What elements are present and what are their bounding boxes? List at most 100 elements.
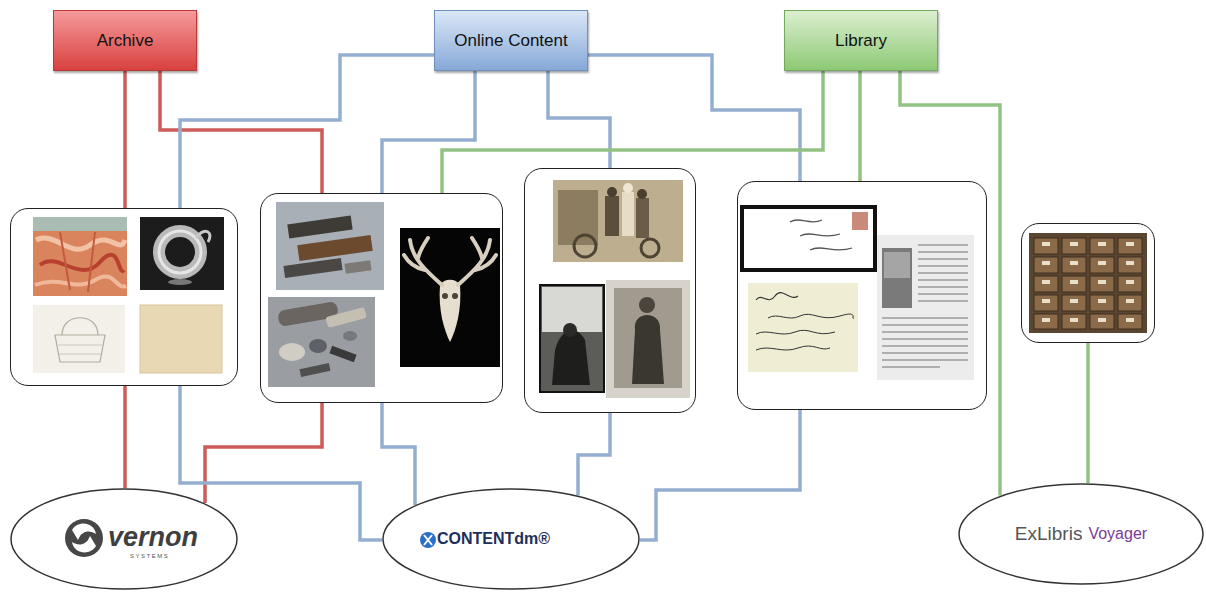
handwritten-letter	[748, 283, 858, 372]
card-catalog-photo	[1062, 276, 1086, 292]
card-catalog-photo	[1126, 318, 1134, 322]
card-catalog-photo	[1034, 257, 1058, 273]
handwritten-letter	[748, 283, 858, 372]
card-catalog-photo	[1090, 295, 1114, 311]
card-catalog-photo	[1090, 238, 1114, 254]
portrait-photo	[606, 280, 690, 398]
card-catalog-photo	[1042, 242, 1050, 246]
card-catalog-photo	[1034, 238, 1058, 254]
card-catalog-photo	[1034, 295, 1058, 311]
painting-photo	[33, 217, 127, 231]
deer-skull-photo	[458, 238, 496, 285]
ring-vessel-photo	[168, 279, 192, 285]
portrait-photo	[632, 315, 664, 384]
paper-document	[140, 305, 222, 373]
news-clipping	[877, 235, 974, 380]
card-catalog-photo	[1029, 233, 1147, 333]
envelope	[852, 212, 868, 230]
vernon-logo-icon	[65, 519, 103, 557]
card-catalog-photo	[1126, 242, 1134, 246]
contentdm-logo-icon	[424, 535, 432, 545]
ellipse-outline	[11, 489, 237, 589]
image-group-box	[1021, 223, 1155, 343]
connector-line	[180, 55, 434, 208]
envelope	[742, 207, 875, 270]
box-label: Online Content	[454, 31, 567, 51]
stone-tools-photo	[268, 297, 375, 387]
basket-sketch	[55, 335, 105, 362]
painting-photo	[33, 217, 127, 296]
vernon-logo-icon	[80, 534, 88, 542]
deer-skull-photo	[404, 238, 442, 285]
stone-tools-photo	[329, 346, 356, 362]
contentdm-logo-icon	[420, 532, 436, 548]
card-catalog-photo	[1098, 280, 1106, 284]
painting-photo	[36, 238, 125, 249]
field-photo	[540, 285, 604, 392]
connector-line	[640, 410, 800, 540]
field-photo	[540, 285, 604, 392]
card-catalog-photo	[1042, 318, 1050, 322]
ellipse-outline	[383, 489, 639, 589]
logo-text: vernon	[108, 524, 198, 551]
card-catalog-photo	[1118, 238, 1142, 254]
news-clipping	[918, 245, 968, 301]
connector-line	[205, 403, 322, 503]
image-group-box	[524, 168, 696, 413]
card-catalog-photo	[1070, 299, 1078, 303]
painting-photo	[33, 217, 127, 296]
connector-line	[442, 71, 823, 193]
card-catalog-photo	[1126, 261, 1134, 265]
category-box: Online Content	[434, 10, 588, 71]
card-catalog-photo	[1062, 295, 1086, 311]
card-catalog-photo	[1029, 233, 1147, 333]
card-catalog-photo	[1042, 280, 1050, 284]
handwritten-letter	[756, 346, 830, 350]
sepia-photo	[641, 239, 659, 257]
card-catalog-photo	[1126, 280, 1134, 284]
ring-vessel-photo	[140, 217, 224, 290]
handwritten-letter	[756, 330, 835, 334]
card-catalog-photo	[1062, 257, 1086, 273]
deer-skull-photo	[400, 228, 500, 367]
card-catalog-photo	[1042, 261, 1050, 265]
news-clipping	[877, 235, 974, 380]
logo-text: ExLibris	[1015, 523, 1083, 545]
news-clipping	[882, 248, 912, 308]
card-catalog-photo	[1090, 257, 1114, 273]
tool-set-photo	[276, 202, 384, 290]
card-catalog-photo	[1118, 257, 1142, 273]
sepia-photo	[605, 196, 619, 236]
connector-line	[123, 386, 127, 488]
envelope	[790, 220, 852, 250]
field-photo	[563, 323, 577, 337]
stone-tools-photo	[299, 363, 330, 377]
card-catalog-photo	[1118, 295, 1142, 311]
box-label: Library	[835, 31, 887, 51]
basket-sketch	[62, 318, 98, 335]
image-group-box	[260, 193, 503, 403]
stone-tools-photo	[309, 339, 327, 353]
connector-line	[548, 71, 610, 168]
card-catalog-photo	[1090, 276, 1114, 292]
painting-photo	[60, 232, 95, 292]
contentdm-logo-icon	[420, 532, 436, 548]
stone-tools-photo	[325, 307, 366, 328]
sepia-photo	[637, 189, 647, 199]
stone-tools-photo	[343, 331, 357, 341]
paper-document	[140, 305, 222, 373]
ellipse-outline	[959, 484, 1203, 584]
field-photo	[552, 330, 590, 385]
tool-set-photo	[297, 235, 373, 261]
tool-set-photo	[287, 216, 352, 239]
tool-set-photo	[344, 260, 371, 274]
card-catalog-photo	[1070, 280, 1078, 284]
deer-skull-photo	[442, 293, 448, 299]
news-clipping	[882, 245, 968, 367]
connector-line	[578, 413, 610, 495]
news-clipping	[884, 252, 910, 278]
card-catalog-photo	[1062, 238, 1086, 254]
image-group-box	[737, 181, 987, 410]
card-catalog-photo	[1034, 238, 1142, 329]
